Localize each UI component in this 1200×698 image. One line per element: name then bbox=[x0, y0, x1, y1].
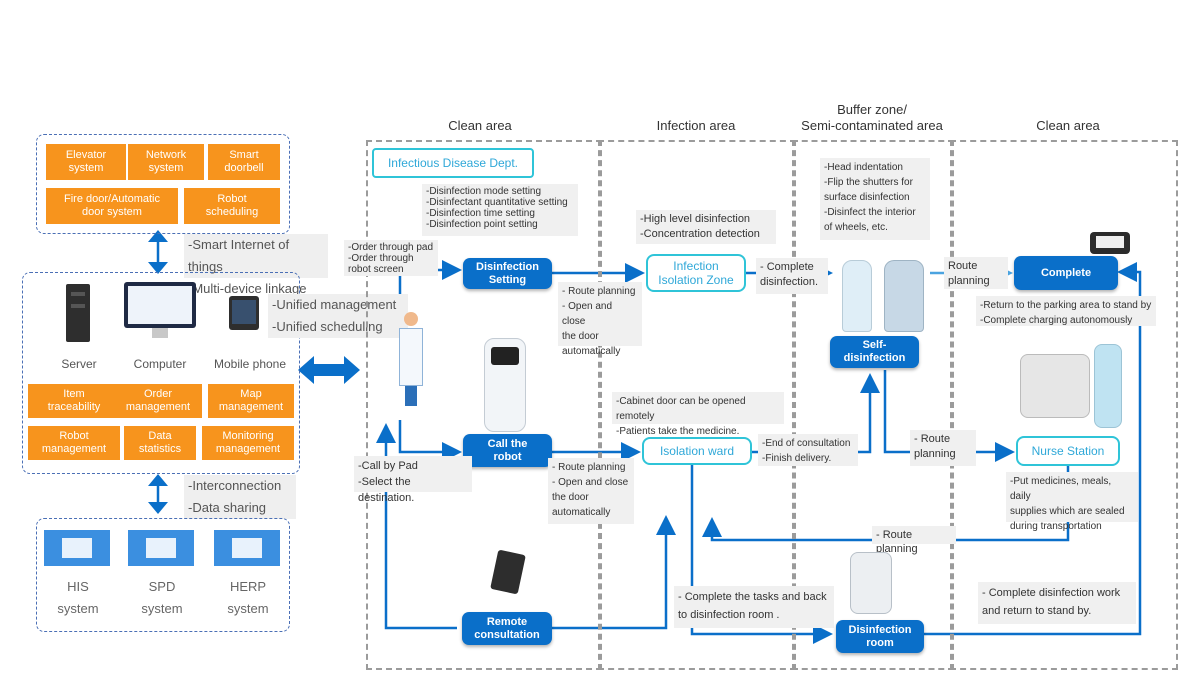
infectious-disease-dept: Infectious Disease Dept. bbox=[372, 148, 534, 178]
note-route-2: - Route planning - Open and close the do… bbox=[548, 458, 634, 524]
complete-node: Complete bbox=[1014, 256, 1118, 290]
integration-group bbox=[36, 134, 290, 234]
note-return-parking: -Return to the parking area to stand by … bbox=[976, 296, 1156, 326]
zone-title-clean-2: Clean area bbox=[1036, 118, 1100, 133]
spd-system-label: SPD system bbox=[141, 579, 183, 616]
charger-icon bbox=[1090, 232, 1130, 254]
herp-system-icon bbox=[214, 530, 280, 566]
doctor-icon bbox=[398, 312, 424, 410]
remote-consultation-node: Remote consultation bbox=[462, 612, 552, 645]
fire-door-box: Fire door/Automatic door system bbox=[46, 188, 178, 224]
systems-group bbox=[36, 518, 290, 632]
tall-robot-icon bbox=[1094, 344, 1122, 428]
zone-title-buffer-2: Semi-contaminated area bbox=[801, 118, 943, 133]
note-route-nurse: - Route planning bbox=[910, 430, 976, 466]
his-system-label: HIS system bbox=[57, 579, 99, 616]
item-traceability-box: Item traceability bbox=[28, 384, 120, 418]
zone-clean-area-right bbox=[950, 140, 1178, 670]
note-route-1: - Route planning - Open and close the do… bbox=[558, 282, 642, 357]
note-head-indentation: -Head indentation -Flip the shutters for… bbox=[820, 158, 930, 240]
management-group bbox=[22, 272, 300, 474]
spd-system-icon bbox=[128, 530, 194, 566]
note-complete-tasks: - Complete the tasks and back to disinfe… bbox=[674, 586, 834, 628]
mobile-phone-label: Mobile phone bbox=[213, 357, 287, 371]
order-management-box: Order management bbox=[114, 384, 202, 418]
note-high-level: -High level disinfection -Concentration … bbox=[636, 210, 776, 244]
disinfection-setting-node: Disinfection Setting bbox=[463, 258, 552, 289]
note-end-consult: -End of consultation -Finish delivery. bbox=[758, 434, 858, 466]
mobile-phone-icon bbox=[229, 296, 259, 330]
note-route-bottom: - Route planning bbox=[872, 526, 956, 555]
his-system-icon bbox=[44, 530, 110, 566]
zone-infection-area bbox=[598, 140, 796, 670]
note-complete-standby: - Complete disinfection work and return … bbox=[978, 582, 1136, 624]
computer-stand bbox=[152, 328, 168, 338]
zone-clean-area-left bbox=[366, 140, 602, 670]
note-call-pad: -Call by Pad -Select the destination. bbox=[354, 456, 472, 504]
call-robot-node: Call the robot bbox=[463, 434, 552, 467]
disinfection-robot-icon bbox=[850, 552, 892, 614]
server-label: Server bbox=[61, 357, 97, 371]
computer-label: Computer bbox=[133, 357, 187, 371]
data-statistics-box: Data statistics bbox=[124, 426, 196, 460]
note-order-pad: -Order through pad -Order through robot … bbox=[344, 240, 438, 276]
zone-title-buffer-1: Buffer zone/ bbox=[837, 102, 907, 117]
server-icon bbox=[66, 284, 90, 342]
smart-doorbell-box: Smart doorbell bbox=[208, 144, 280, 180]
zone-buffer bbox=[792, 140, 954, 670]
note-iot: -Smart Internet of things -Multi-device … bbox=[184, 234, 328, 296]
elevator-system-box: Elevator system bbox=[46, 144, 126, 180]
infection-isolation-zone-node: Infection Isolation Zone bbox=[646, 254, 746, 292]
isolation-ward-node: Isolation ward bbox=[642, 437, 752, 465]
zone-title-infection: Infection area bbox=[656, 118, 736, 133]
note-complete-disinfection: - Complete disinfection. bbox=[756, 258, 828, 294]
nurse-station-node: Nurse Station bbox=[1016, 436, 1120, 466]
computer-icon bbox=[124, 282, 196, 328]
self-disinfection-node: Self- disinfection bbox=[830, 336, 919, 368]
delivery-robot-icon bbox=[1020, 354, 1090, 418]
herp-system-label: HERP system bbox=[227, 579, 269, 616]
robot-management-box: Robot management bbox=[28, 426, 120, 460]
note-put-medicines: -Put medicines, meals, daily supplies wh… bbox=[1006, 472, 1138, 532]
note-disinfection-modes: -Disinfection mode setting -Disinfectant… bbox=[422, 184, 578, 236]
robot-open-shutter-icon bbox=[884, 260, 924, 332]
note-interconnect: -Interconnection -Data sharing bbox=[184, 475, 296, 519]
service-robot-icon bbox=[484, 338, 526, 432]
zone-title-clean-1: Clean area bbox=[448, 118, 512, 133]
note-cabinet: -Cabinet door can be opened remotely -Pa… bbox=[612, 392, 784, 437]
robot-scheduling-box: Robot scheduling bbox=[184, 188, 280, 224]
map-management-box: Map management bbox=[208, 384, 294, 418]
monitoring-management-box: Monitoring management bbox=[202, 426, 294, 460]
network-system-box: Network system bbox=[128, 144, 204, 180]
disinfection-room-node: Disinfection room bbox=[836, 620, 924, 653]
note-route-planning-right: Route planning bbox=[944, 257, 1008, 289]
robot-shutter-icon bbox=[842, 260, 872, 332]
